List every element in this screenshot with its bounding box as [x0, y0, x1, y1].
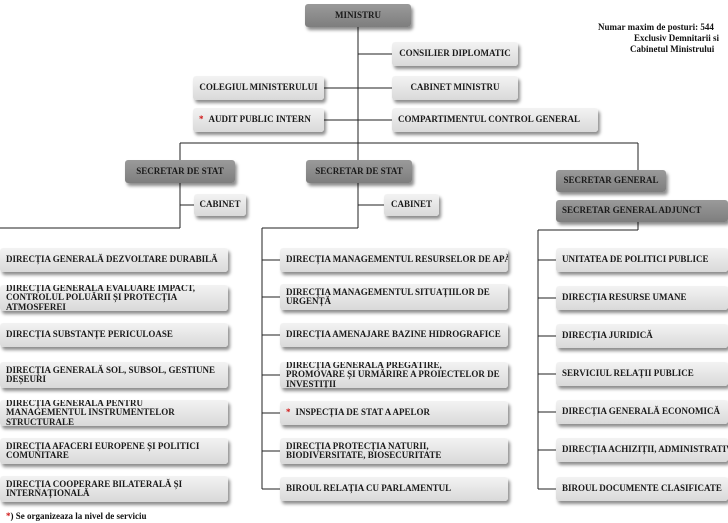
left-item-6: DIRECȚIA AFACERI EUROPENE ȘI POLITICI CO…: [0, 438, 228, 464]
right-item-4: SERVICIUL RELAȚII PUBLICE: [556, 362, 728, 386]
right-item-1: UNITATEA DE POLITICI PUBLICE: [556, 248, 728, 272]
left-item-4: DIRECȚIA GENERALĂ SOL, SUBSOL, GESTIUNE …: [0, 362, 228, 388]
audit-public-intern-box: * AUDIT PUBLIC INTERN: [193, 108, 324, 132]
footnote-star-icon: *: [199, 114, 204, 125]
note-line-2: Exclusiv Demnitarii si: [634, 33, 719, 43]
secretar-general-adjunct-box: SECRETAR GENERAL ADJUNCT: [556, 200, 728, 222]
secretar-general-box: SECRETAR GENERAL: [556, 170, 666, 192]
ministru-box: MINISTRU: [305, 4, 411, 27]
middle-item-4: DIRECȚIA GENERALĂ PREGĂTIRE, PROMOVARE Ș…: [280, 362, 508, 388]
right-item-6: DIRECȚIA ACHIZIȚII, ADMINISTRATIV: [556, 438, 728, 462]
middle-item-6: DIRECȚIA PROTECȚIA NATURII, BIODIVERSITA…: [280, 438, 508, 464]
cabinet-middle-box: CABINET: [384, 194, 439, 216]
footnote: *) Se organizeaza la nivel de serviciu: [6, 511, 146, 521]
middle-item-5: * INSPECȚIA DE STAT A APELOR: [280, 401, 508, 425]
secretar-stat-middle-box: SECRETAR DE STAT: [306, 160, 412, 183]
footnote-star-icon: *: [286, 407, 291, 418]
colegiul-ministerului-box: COLEGIUL MINISTERULUI: [193, 76, 324, 100]
middle-item-1: DIRECȚIA MANAGEMENTUL RESURSELOR DE APĂ: [280, 248, 508, 272]
right-item-3: DIRECȚIA JURIDICĂ: [556, 324, 728, 348]
right-item-2: DIRECȚIA RESURSE UMANE: [556, 286, 728, 310]
control-general-box: COMPARTIMENTUL CONTROL GENERAL: [392, 108, 598, 132]
middle-item-7: BIROUL RELAȚIA CU PARLAMENTUL: [280, 477, 508, 501]
inspectia-label: INSPECȚIA DE STAT A APELOR: [295, 407, 431, 418]
left-item-2: DIRECȚIA GENERALĂ EVALUARE IMPACT, CONTR…: [0, 285, 228, 311]
note-line-1: Numar maxim de posturi: 544: [598, 22, 714, 32]
middle-item-2: DIRECȚIA MANAGEMENTUL SITUAȚIILOR DE URG…: [280, 284, 508, 310]
consilier-diplomatic-box: CONSILIER DIPLOMATIC: [392, 42, 518, 66]
secretar-stat-left-box: SECRETAR DE STAT: [125, 160, 235, 183]
audit-label: AUDIT PUBLIC INTERN: [208, 114, 311, 125]
middle-item-3: DIRECȚIA AMENAJARE BAZINE HIDROGRAFICE: [280, 323, 508, 347]
left-item-7: DIRECȚIA COOPERARE BILATERALĂ ȘI INTERNA…: [0, 476, 228, 502]
left-item-5: DIRECȚIA GENERALĂ PENTRU MANAGEMENTUL IN…: [0, 400, 228, 426]
footnote-text: ) Se organizeaza la nivel de serviciu: [10, 511, 147, 521]
left-item-3: DIRECȚIA SUBSTANȚE PERICULOASE: [0, 323, 228, 347]
cabinet-ministru-box: CABINET MINISTRU: [392, 76, 518, 100]
right-item-5: DIRECȚIA GENERALĂ ECONOMICĂ: [556, 400, 728, 424]
left-item-1: DIRECȚIA GENERALĂ DEZVOLTARE DURABILĂ: [0, 248, 228, 272]
posturi-note: Numar maxim de posturi: 544 Exclusiv Dem…: [598, 22, 728, 55]
footnote-star-icon: *: [6, 511, 11, 521]
right-item-7: BIROUL DOCUMENTE CLASIFICATE: [556, 477, 728, 501]
cabinet-left-box: CABINET: [194, 194, 246, 216]
note-line-3: Cabinetul Ministrului: [630, 44, 715, 54]
